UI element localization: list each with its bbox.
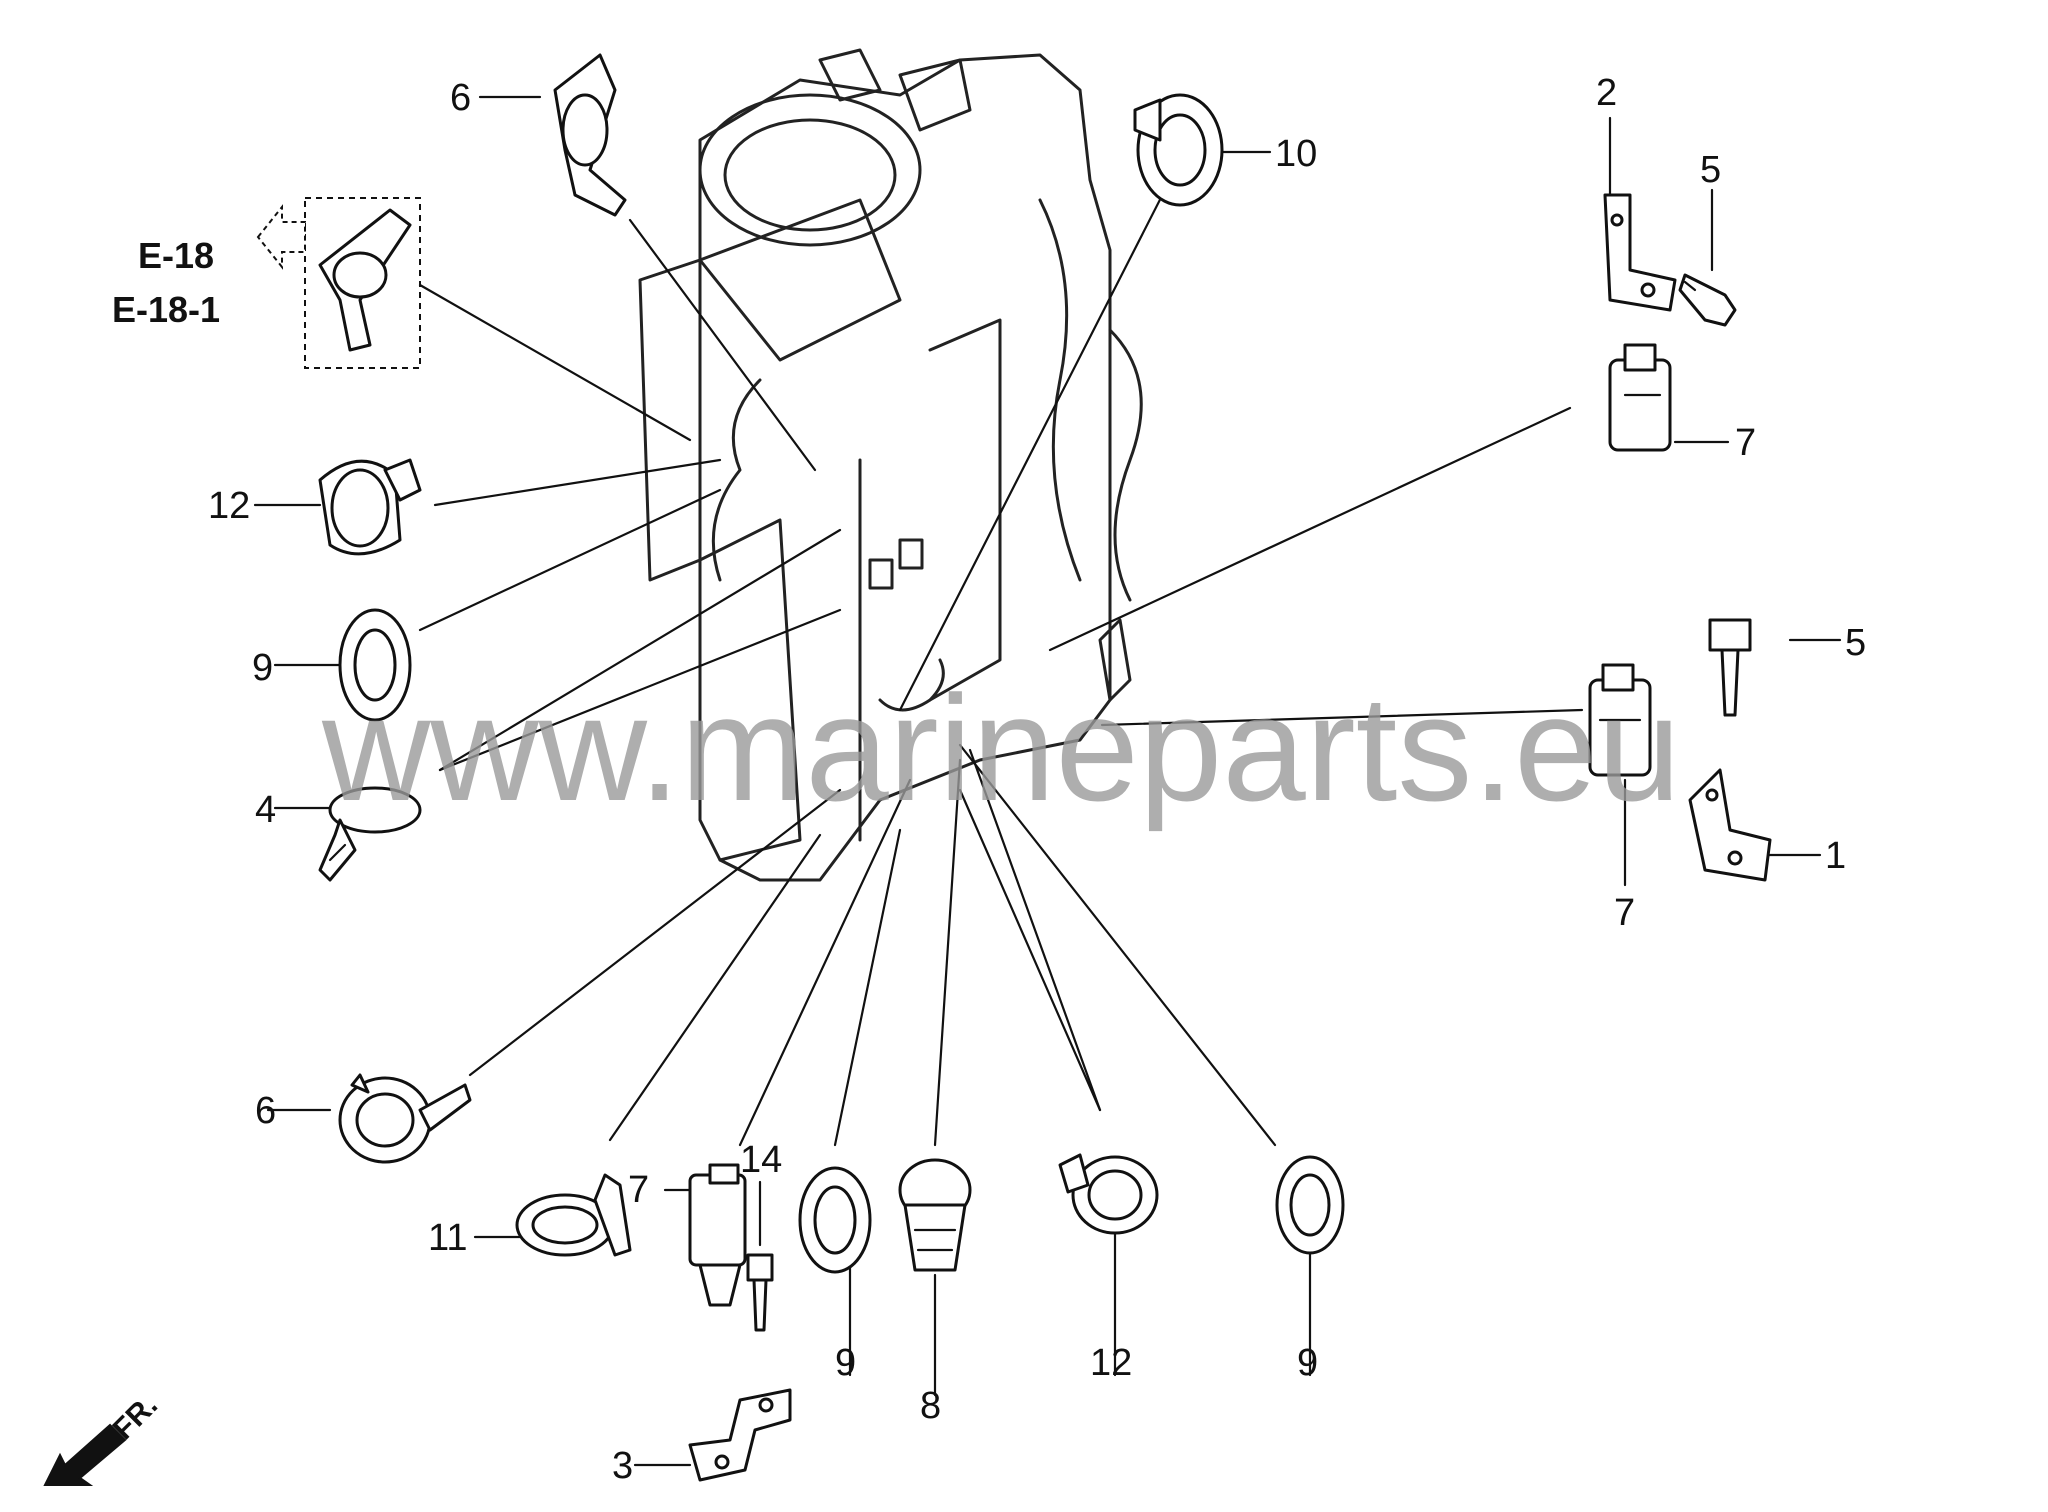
- callout-4: 4: [255, 789, 276, 831]
- part-clamp-9-bottom-b: [1275, 1155, 1345, 1255]
- callout-11: 11: [428, 1217, 467, 1259]
- callout-10: 10: [1275, 133, 1317, 175]
- callout-8: 8: [920, 1385, 941, 1427]
- callout-6-bottom: 6: [255, 1090, 276, 1132]
- part-grommet-10: [1133, 93, 1224, 207]
- watermark: www.marineparts.eu: [321, 664, 1681, 832]
- callout-5-right: 5: [1845, 622, 1866, 664]
- part-clamp-12-bottom: [1058, 1153, 1159, 1235]
- callout-labels: 6 10 2 5 7 12 9 4 5 1 7 6 11 7 14 9 8 12…: [208, 72, 1866, 1487]
- callout-2: 2: [1596, 72, 1617, 114]
- part-clamp-6-bottom: [338, 1073, 472, 1164]
- part-clamp-9-left: [338, 608, 412, 722]
- part-band-4: [318, 786, 422, 882]
- leader-lines: [253, 95, 1842, 1467]
- part-clip-7-bottom: [688, 1163, 747, 1307]
- part-clamp-8: [898, 1158, 972, 1272]
- part-clamp-6-top: [553, 53, 627, 217]
- callout-7-lower-right: 7: [1614, 892, 1635, 934]
- part-clip-7-right: [1608, 343, 1672, 452]
- callout-6-top: 6: [450, 77, 471, 119]
- part-clamp-12-left: [318, 458, 422, 556]
- callout-3: 3: [612, 1445, 633, 1487]
- part-stay-1: [1688, 768, 1772, 882]
- callout-12-left: 12: [208, 485, 250, 527]
- part-clamp-9-bottom-a: [798, 1166, 872, 1274]
- callout-9-bottom-a: 9: [835, 1342, 856, 1384]
- reference-arrow-icon: [256, 204, 306, 270]
- part-clip-7-lower-right: [1588, 663, 1652, 777]
- callout-5-top: 5: [1700, 149, 1721, 191]
- callout-1: 1: [1825, 835, 1846, 877]
- callout-12-bottom: 12: [1090, 1342, 1132, 1384]
- callout-14: 14: [740, 1139, 782, 1181]
- part-bolt-5-top: [1678, 273, 1737, 327]
- engine-block: [638, 48, 1143, 882]
- part-bolt-5-right: [1708, 618, 1752, 717]
- callout-9-left: 9: [252, 647, 273, 689]
- part-stay-3: [688, 1388, 792, 1482]
- callout-7-bottom: 7: [628, 1169, 649, 1211]
- callout-7-right: 7: [1735, 422, 1756, 464]
- reference-group: [304, 197, 421, 369]
- reference-label-e18-1: E-18-1: [112, 289, 220, 330]
- part-bolt-14: [746, 1253, 774, 1332]
- part-stay-2: [1603, 193, 1677, 312]
- part-band-11: [515, 1173, 632, 1257]
- front-arrow-icon: [43, 1423, 127, 1486]
- callout-9-bottom-b: 9: [1297, 1342, 1318, 1384]
- reference-label-e18: E-18: [138, 235, 214, 276]
